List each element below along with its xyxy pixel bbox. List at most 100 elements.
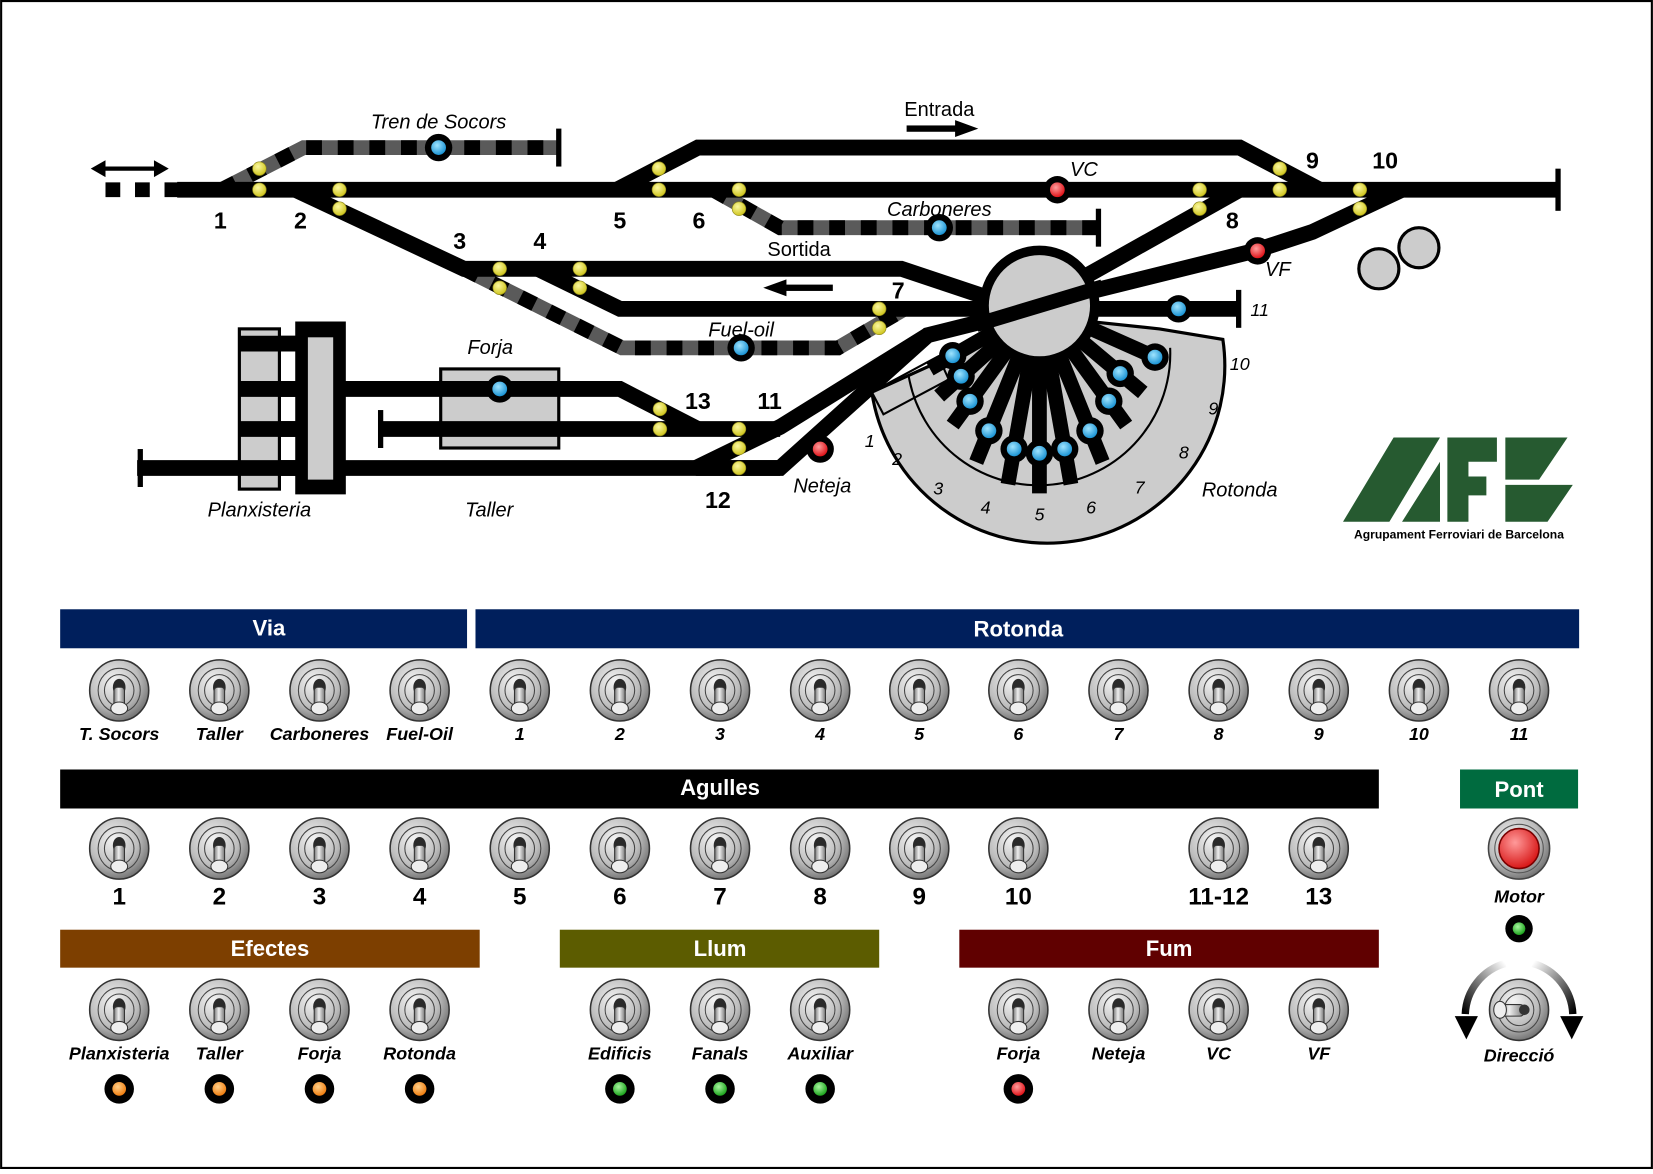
toggle-llum-1[interactable] — [689, 978, 751, 1042]
toggle-label: 11-12 — [1188, 883, 1249, 910]
label-taller: Taller — [465, 500, 515, 522]
pont-controls: Motor Direcció — [1454, 817, 1584, 1065]
motor-label: Motor — [1494, 886, 1545, 906]
toggle-agulla-4[interactable] — [489, 817, 551, 880]
toggle-fum-2[interactable] — [1188, 978, 1249, 1042]
signal-forja — [486, 375, 514, 403]
toggle-rotonda-11[interactable] — [1488, 659, 1550, 722]
track-tren-socors — [218, 140, 559, 197]
toggle-label: Neteja — [1092, 1043, 1146, 1063]
rotonda-track-number: 7 — [1135, 477, 1146, 497]
led-efectes — [304, 1074, 335, 1104]
rotonda-track-number: 1 — [865, 431, 875, 451]
direction-switch[interactable] — [1488, 978, 1550, 1042]
label-vc: VC — [1070, 159, 1098, 181]
toggle-label: 6 — [1013, 724, 1024, 744]
rotonda-track-number: 6 — [1086, 497, 1096, 517]
toggle-llum-2[interactable] — [789, 978, 851, 1042]
toggle-agulla-7[interactable] — [789, 817, 851, 880]
afb-logo-subtitle: Agrupament Ferroviari de Barcelona — [1354, 528, 1564, 542]
toggle-agulla-6[interactable] — [689, 817, 751, 880]
header-efectes: Efectes — [60, 929, 480, 968]
rotonda-signal — [1095, 387, 1123, 415]
toggle-via-0[interactable] — [88, 659, 150, 722]
header-rotonda-bar — [475, 609, 1580, 649]
toggle-efectes-1[interactable] — [189, 978, 250, 1042]
toggle-via-1[interactable] — [189, 659, 250, 722]
toggle-via-3[interactable] — [389, 659, 450, 722]
signal-carboneres — [925, 213, 953, 242]
toggle-efectes-3[interactable] — [389, 978, 450, 1042]
rotonda-track-number: 5 — [1034, 505, 1044, 525]
transfer-table — [295, 321, 346, 495]
turnout-number: 5 — [613, 208, 626, 234]
toggle-agulla-0[interactable] — [88, 817, 150, 880]
track-sortida — [291, 182, 1015, 314]
toggle-fum-0[interactable] — [988, 978, 1049, 1042]
toggle-agulla-9[interactable] — [988, 817, 1049, 880]
rotonda-track-number: 9 — [1208, 398, 1218, 418]
rotonda-signal — [1050, 435, 1079, 463]
toggle-rotonda-8[interactable] — [1188, 659, 1249, 722]
turnout-signal — [492, 261, 507, 276]
toggle-efectes-2[interactable] — [289, 978, 350, 1042]
toggle-agulla-8[interactable] — [888, 817, 950, 880]
arrow-right-icon — [906, 120, 979, 138]
toggle-label: 8 — [1214, 724, 1224, 744]
track-diagram: Tren de Socors Entrada Sortida VC VF Car… — [90, 99, 1561, 545]
turnout-signal — [492, 280, 507, 295]
turnout-signal — [332, 182, 347, 197]
led-fum-forja — [1003, 1074, 1034, 1104]
toggle-rotonda-3[interactable] — [689, 659, 751, 722]
toggle-agulla-5[interactable] — [589, 817, 651, 880]
turnout-signal — [252, 161, 267, 176]
toggle-label: Forja — [298, 1043, 342, 1063]
toggle-fum-3[interactable] — [1288, 978, 1350, 1042]
toggle-label: VF — [1307, 1043, 1331, 1063]
header-llum-title: Llum — [694, 936, 747, 961]
toggle-rotonda-6[interactable] — [988, 659, 1049, 722]
toggle-agulla-3[interactable] — [389, 817, 450, 880]
toggle-agulla-11[interactable] — [1288, 817, 1350, 880]
toggle-via-2[interactable] — [289, 659, 350, 722]
toggle-label: 7 — [1114, 724, 1125, 744]
direction-arrows-icon — [1454, 959, 1584, 1040]
signal-vc — [1043, 176, 1072, 204]
toggle-rotonda-1[interactable] — [489, 659, 551, 722]
turntable-bridge — [974, 279, 1105, 332]
toggle-label: Rotonda — [383, 1043, 456, 1063]
turnout-number: 9 — [1306, 148, 1319, 174]
toggle-rotonda-7[interactable] — [1088, 659, 1149, 722]
toggle-label: Planxisteria — [69, 1043, 170, 1063]
toggle-label: 5 — [513, 883, 526, 910]
rotonda-roundhouse — [870, 245, 1227, 545]
signal-vf — [1243, 237, 1272, 265]
toggle-label: 1 — [112, 883, 125, 910]
toggle-agulla-10[interactable] — [1188, 817, 1249, 880]
track-forja — [242, 381, 702, 437]
rotonda-signal — [1000, 435, 1028, 463]
toggle-fum-1[interactable] — [1088, 978, 1149, 1042]
toggle-rotonda-4[interactable] — [789, 659, 851, 722]
rotonda-signal — [956, 387, 984, 415]
toggle-label: Auxiliar — [786, 1043, 854, 1063]
toggle-efectes-0[interactable] — [88, 978, 150, 1042]
toggle-llum-0[interactable] — [589, 978, 651, 1042]
turnout-number: 3 — [453, 228, 466, 254]
rotonda-track-number: 2 — [891, 449, 902, 469]
label-neteja: Neteja — [793, 475, 851, 497]
toggle-agulla-2[interactable] — [289, 817, 350, 880]
header-pont-bar — [1460, 769, 1579, 809]
toggle-rotonda-10[interactable] — [1388, 659, 1450, 722]
turnout-signal — [572, 280, 588, 295]
toggle-rotonda-5[interactable] — [888, 659, 950, 722]
turnout-signal — [1192, 182, 1207, 197]
toggle-rotonda-9[interactable] — [1288, 659, 1350, 722]
turnout-signal — [652, 421, 668, 437]
toggle-rotonda-2[interactable] — [589, 659, 651, 722]
turnout-signal — [1272, 182, 1287, 197]
toggle-agulla-1[interactable] — [189, 817, 250, 880]
diagram-labels: Tren de Socors Entrada Sortida VC VF Car… — [208, 99, 1293, 522]
motor-button[interactable] — [1487, 817, 1551, 880]
